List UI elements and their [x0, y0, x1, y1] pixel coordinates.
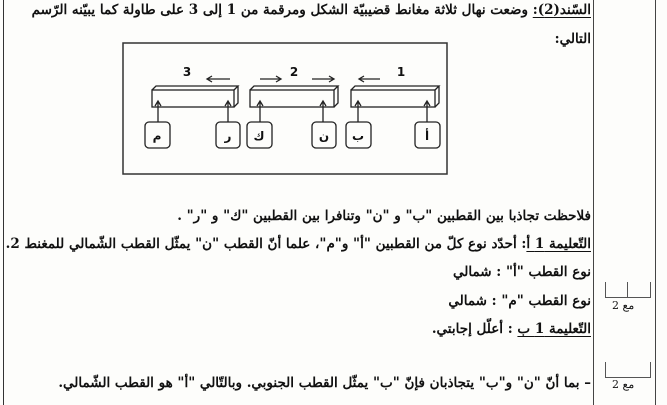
- answer-pole-m: نوع القطب "م" : شمالي: [448, 293, 591, 309]
- pole-box-a: [414, 121, 441, 149]
- pole-box-n: [311, 121, 337, 149]
- margin-divider: [593, 0, 594, 405]
- arrow-left-icon: [205, 75, 230, 83]
- pole-box-b: [345, 121, 372, 149]
- instruction-1a-text: : أحدّد نوع كلّ من القطبين "أ" و"م"، علم…: [5, 236, 527, 252]
- instruction-1b-label: التّعليمة 1 ب: [517, 321, 591, 337]
- intro-line: السّند(2): وضعت نهال ثلاثة مغانط قضيبيّة…: [32, 2, 591, 18]
- margin-border: [655, 0, 656, 405]
- intro-text: وضعت نهال ثلاثة مغانط قضيبيّة الشكل ومرق…: [31, 2, 533, 18]
- score-box: [605, 362, 651, 378]
- pole-label-r: ر: [224, 129, 232, 143]
- instruction-1a-label: التّعليمة 1 أ: [526, 236, 591, 252]
- pole-box-k: [246, 121, 273, 149]
- pole-pointers: [154, 99, 431, 122]
- magnet-1: [350, 85, 441, 108]
- answer-pole-a: نوع القطب "أ" : شمالي: [452, 264, 591, 280]
- observation: فلاحظت تجاذبا بين القطبين "ب" و "ن" وتنا…: [177, 208, 591, 224]
- magnet-3: [151, 85, 240, 108]
- intro-cont: التالي:: [554, 31, 591, 47]
- justification: – بما أنّ "ن" و"ب" يتجاذبان فإنّ "ب" يمث…: [58, 375, 591, 391]
- arrow-right-icon: [312, 75, 336, 83]
- arrow-left-icon: [357, 75, 380, 83]
- magnet-number-1: 1: [397, 65, 405, 79]
- score-mark: مع 2: [612, 299, 635, 312]
- page-border: [3, 0, 4, 405]
- force-arrows: [205, 75, 380, 83]
- pole-box-r: [215, 121, 241, 149]
- pole-label-a: أ: [425, 128, 429, 143]
- magnet-number-3: 3: [183, 65, 191, 79]
- pole-box-m: [144, 121, 171, 149]
- magnet-2: [249, 85, 340, 108]
- instruction-1a: التّعليمة 1 أ: أحدّد نوع كلّ من القطبين …: [6, 236, 591, 252]
- diagram-frame: [122, 42, 448, 175]
- score-mark: مع 2: [612, 378, 635, 391]
- source-label: السّند(2):: [532, 2, 591, 18]
- instruction-1b: التّعليمة 1 ب : أعلّل إجابتي.: [432, 321, 591, 337]
- pole-label-n: ن: [319, 129, 329, 143]
- magnet-number-2: 2: [290, 65, 298, 79]
- pole-label-b: ب: [352, 129, 364, 143]
- pole-label-m: م: [153, 129, 162, 144]
- instruction-1b-text: : أعلّل إجابتي.: [431, 321, 518, 337]
- score-box: [605, 282, 651, 298]
- pole-label-k: ك: [254, 129, 265, 143]
- arrow-right-icon: [260, 75, 283, 83]
